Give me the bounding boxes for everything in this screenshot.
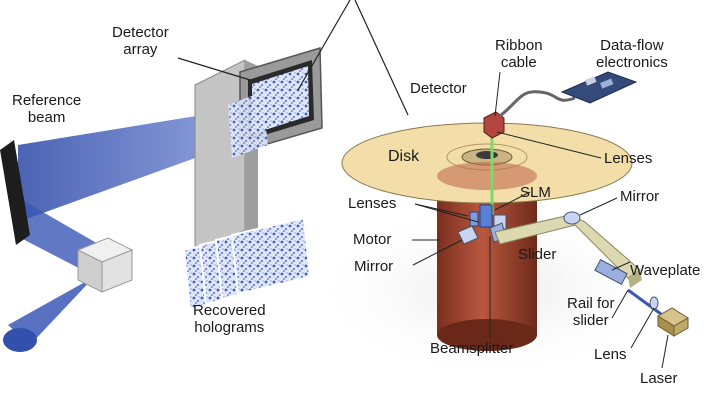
left-beamsplitter-cube (76, 237, 134, 293)
diagonal-beam (8, 258, 112, 345)
laser-device (657, 307, 689, 337)
lenses-right-label: Lenses (604, 150, 653, 167)
detector-label: Detector (410, 80, 467, 97)
disk-label: Disk (388, 148, 420, 165)
mirror-right-label: Mirror (620, 188, 660, 205)
data-flow-electronics (560, 71, 638, 104)
reference-beam-label: Reference beam (12, 92, 82, 126)
slider-mirror (563, 211, 581, 225)
slm-label: SLM (520, 184, 551, 201)
reference-mirror (0, 140, 30, 245)
motor-label: Motor (353, 231, 392, 248)
ribbon-cable-label: Ribbon cable (495, 37, 543, 71)
lenses-left-label: Lenses (348, 195, 397, 212)
lens-element (649, 296, 659, 310)
waveplate-label: Waveplate (630, 262, 701, 279)
mirror-left-label: Mirror (354, 258, 394, 275)
data-flow-electronics-label: Data-flow electronics (596, 37, 668, 71)
recovered-holograms-label: Recovered holograms (193, 302, 266, 336)
hologram-on-plate (228, 92, 268, 158)
rail-for-slider-label: Rail for slider (567, 295, 615, 329)
beam-end (3, 328, 37, 352)
waveplate-element (594, 258, 628, 286)
reference-beam (18, 108, 245, 222)
recovered-holograms-stack (182, 216, 312, 311)
lens-label: Lens (594, 346, 627, 363)
slider-label: Slider (518, 246, 557, 263)
laser-label: Laser (640, 370, 678, 387)
detector-array-label: Detector array (112, 24, 169, 58)
detector (483, 111, 505, 139)
slm-plate (194, 59, 246, 256)
ribbon-cable (499, 90, 576, 118)
beamsplitter-label: Beamsplitter (430, 340, 514, 357)
